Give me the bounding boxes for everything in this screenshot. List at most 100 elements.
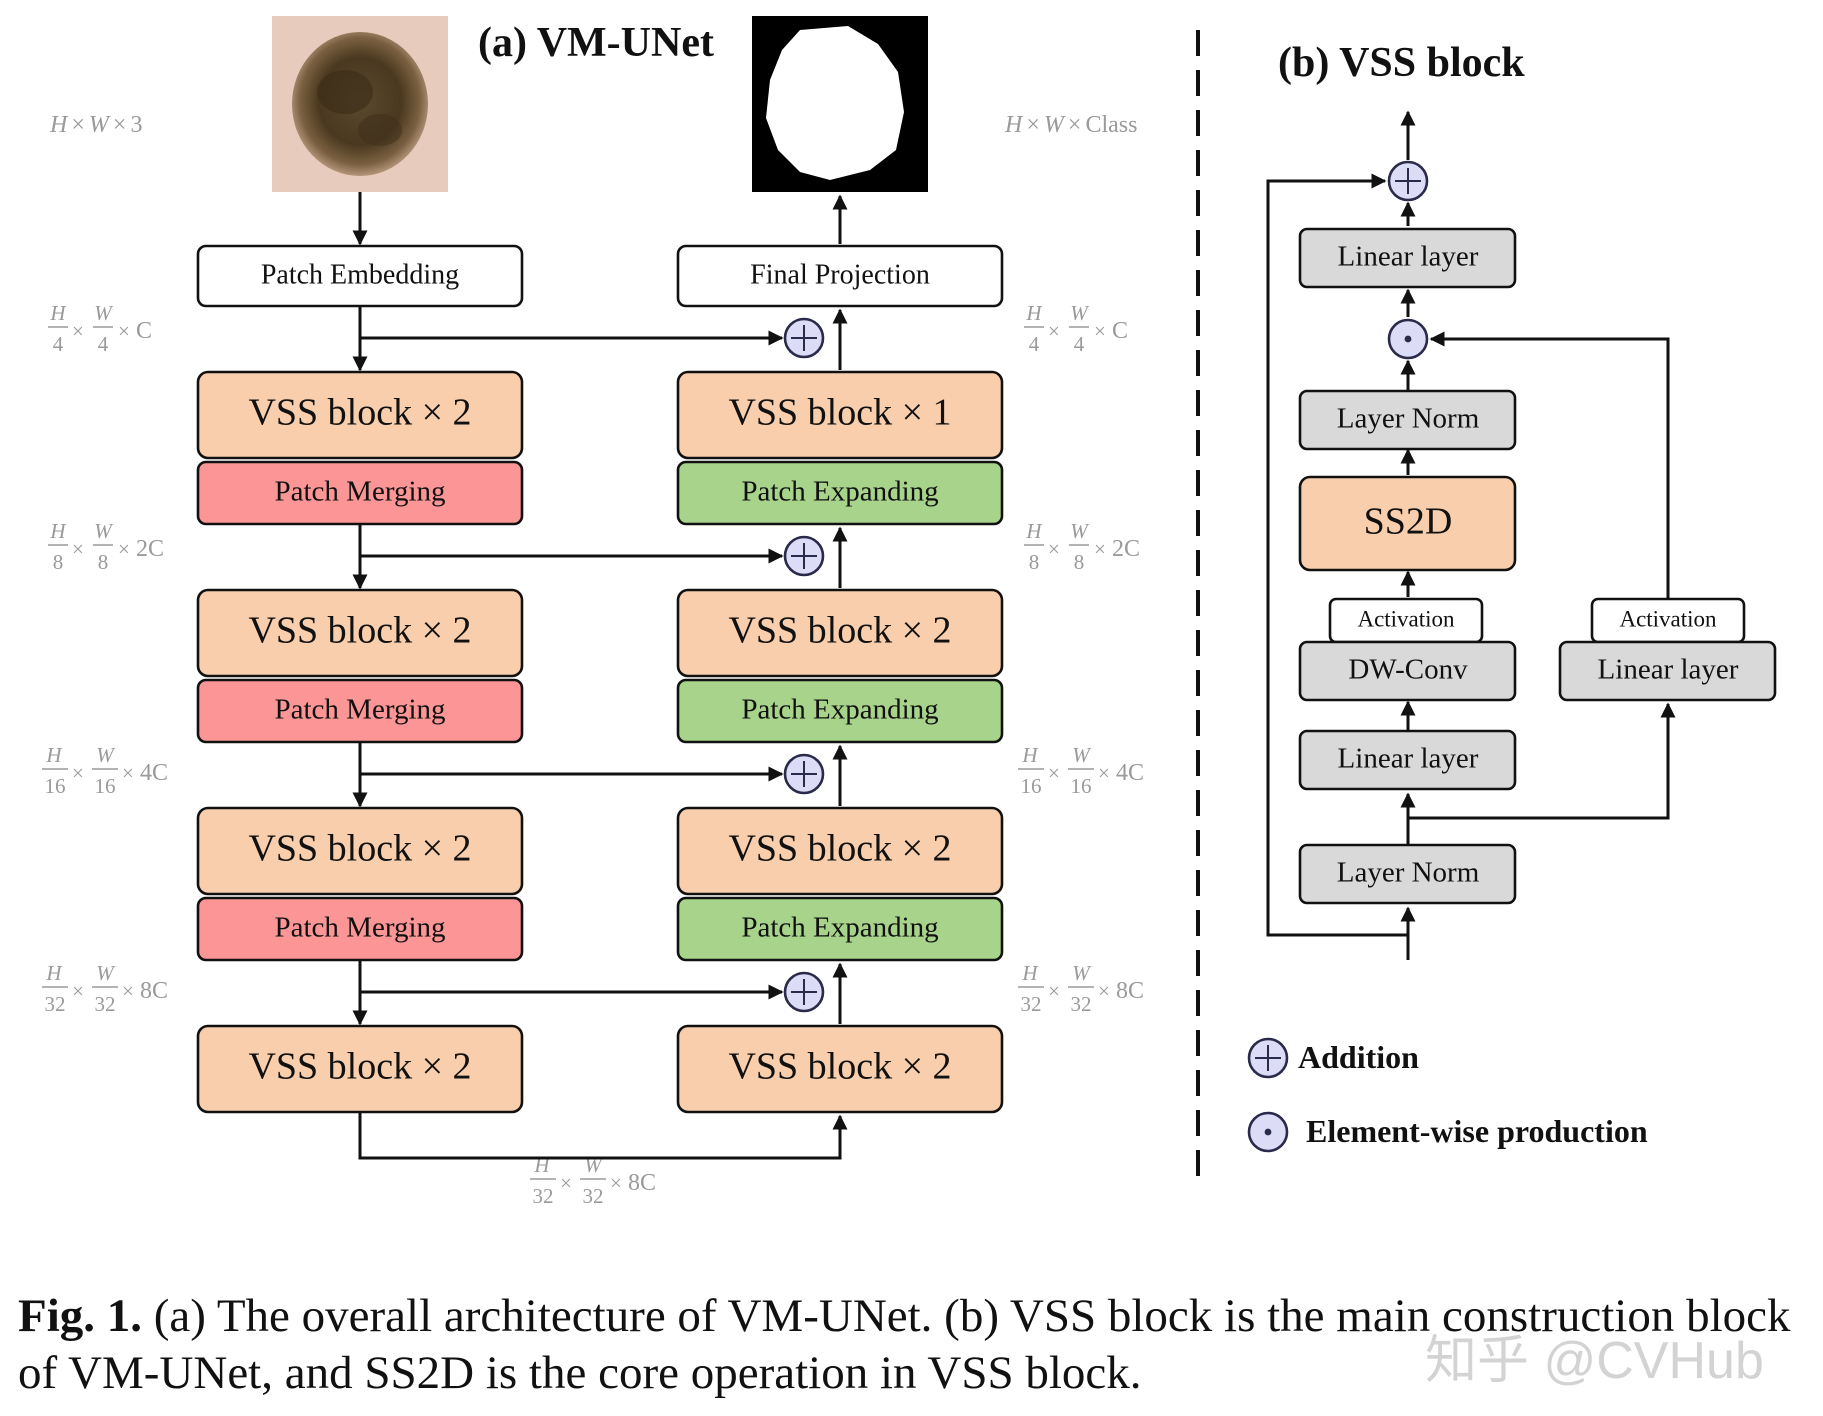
vss-addition-op <box>1387 160 1429 202</box>
title-vm-unet: (a) VM-UNet <box>478 20 714 66</box>
encoder-vss-block-2: VSS block × 2 <box>196 588 524 678</box>
connections-vm-unet <box>352 192 848 1160</box>
addition-op-1 <box>783 317 825 359</box>
svg-text:VSS block × 2: VSS block × 2 <box>248 1046 471 1088</box>
svg-text:Layer Norm: Layer Norm <box>1337 857 1480 889</box>
vss-linear-layer-mid: Linear layer <box>1298 729 1517 791</box>
caption-text: (a) The overall architecture of VM-UNet.… <box>18 1290 1791 1399</box>
svg-text:Final Projection: Final Projection <box>750 259 930 290</box>
vss-ss2d-box: SS2D <box>1298 475 1517 572</box>
svg-text:4: 4 <box>1029 332 1040 356</box>
watermark: 知乎 @CVHub <box>1425 1332 1764 1390</box>
svg-text:Layer Norm: Layer Norm <box>1337 403 1480 435</box>
svg-text:×: × <box>1094 537 1106 561</box>
encoder-patch-merging-2: Patch Merging <box>196 678 524 744</box>
svg-text:W: W <box>96 743 116 767</box>
dim-level-2-left: H 8 × W 8 × 2C <box>48 519 164 574</box>
svg-text:H: H <box>1025 519 1043 543</box>
svg-text:4: 4 <box>53 332 64 356</box>
svg-text:Patch Merging: Patch Merging <box>274 912 445 944</box>
svg-text:32: 32 <box>583 1184 604 1208</box>
vss-activation-left: Activation <box>1328 597 1484 644</box>
svg-text:Element-wise production: Element-wise production <box>1306 1113 1648 1149</box>
svg-text:W: W <box>96 961 116 985</box>
dim-level-3-right: H 16 × W 16 × 4C <box>1018 743 1144 798</box>
dim-level-2-right: H 8 × W 8 × 2C <box>1024 519 1140 574</box>
svg-text:H: H <box>45 961 63 985</box>
svg-text:×: × <box>118 537 130 561</box>
svg-text:4C: 4C <box>140 760 168 786</box>
svg-text:8: 8 <box>1074 550 1085 574</box>
svg-text:H: H <box>1025 301 1043 325</box>
decoder-patch-expanding-3: Patch Expanding <box>676 896 1004 962</box>
addition-op-2 <box>783 535 825 577</box>
dim-level-1-right: H 4 × W 4 × C <box>1024 301 1128 356</box>
svg-text:H: H <box>1021 743 1039 767</box>
svg-text:Activation: Activation <box>1357 606 1455 631</box>
svg-text:×: × <box>72 537 84 561</box>
svg-text:8C: 8C <box>1116 978 1144 1004</box>
svg-text:×: × <box>72 979 84 1003</box>
title-vss-block: (b) VSS block <box>1278 40 1525 86</box>
caption-label: Fig. 1. <box>18 1290 143 1342</box>
svg-text:Patch Merging: Patch Merging <box>274 476 445 508</box>
figure-caption: Fig. 1. (a) The overall architecture of … <box>18 1288 1808 1402</box>
svg-text:Patch Expanding: Patch Expanding <box>741 476 938 508</box>
svg-text:×: × <box>72 761 84 785</box>
svg-text:Linear layer: Linear layer <box>1598 654 1739 686</box>
dim-level-3-left: H 16 × W 16 × 4C <box>42 743 168 798</box>
svg-text:H: H <box>49 519 67 543</box>
svg-text:4: 4 <box>1074 332 1085 356</box>
svg-text:W: W <box>1070 519 1090 543</box>
dim-output: H×W×Class <box>1004 112 1137 138</box>
dim-level-4-right: H 32 × W 32 × 8C <box>1018 961 1144 1016</box>
svg-text:VSS block × 1: VSS block × 1 <box>728 392 951 434</box>
encoder-vss-block-1: VSS block × 2 <box>196 370 524 460</box>
decoder-vss-block-4: VSS block × 2 <box>676 1024 1004 1114</box>
final-projection-box: Final Projection <box>676 244 1004 308</box>
svg-text:×: × <box>122 979 134 1003</box>
vss-layer-norm-bottom: Layer Norm <box>1298 843 1517 905</box>
svg-text:Patch Embedding: Patch Embedding <box>261 259 459 290</box>
svg-text:8C: 8C <box>628 1170 656 1196</box>
svg-text:×: × <box>122 761 134 785</box>
decoder-vss-block-2: VSS block × 2 <box>676 588 1004 678</box>
svg-text:32: 32 <box>1071 992 1092 1016</box>
svg-text:×: × <box>72 319 84 343</box>
svg-text:2C: 2C <box>1112 536 1140 562</box>
dim-level-1-left: H 4 × W 4 × C <box>48 301 152 356</box>
vss-dwconv-box: DW-Conv <box>1298 640 1517 702</box>
svg-text:×: × <box>1098 979 1110 1003</box>
svg-text:32: 32 <box>533 1184 554 1208</box>
svg-text:Linear layer: Linear layer <box>1338 241 1479 273</box>
svg-text:VSS block × 2: VSS block × 2 <box>248 392 471 434</box>
legend-elementwise: Element-wise production <box>1247 1111 1648 1153</box>
svg-text:H: H <box>45 743 63 767</box>
svg-text:W: W <box>94 519 114 543</box>
svg-text:VSS block × 2: VSS block × 2 <box>728 828 951 870</box>
svg-text:Linear layer: Linear layer <box>1338 743 1479 775</box>
svg-text:×: × <box>1048 537 1060 561</box>
dim-input: H×W×3 <box>49 112 142 138</box>
svg-text:W: W <box>94 301 114 325</box>
svg-text:Patch Expanding: Patch Expanding <box>741 694 938 726</box>
vm-unet-figure: (a) VM-UNet H×W×3 H×W×Class H 4 × W 4 × … <box>42 16 1777 1208</box>
svg-text:×: × <box>1094 319 1106 343</box>
legend-addition: Addition <box>1247 1037 1419 1079</box>
patch-embedding-box: Patch Embedding <box>196 244 524 308</box>
svg-text:Addition: Addition <box>1298 1039 1419 1075</box>
svg-text:2C: 2C <box>136 536 164 562</box>
svg-text:Patch Expanding: Patch Expanding <box>741 912 938 944</box>
svg-text:4: 4 <box>98 332 109 356</box>
vss-layer-norm-top: Layer Norm <box>1298 389 1517 451</box>
svg-text:32: 32 <box>1021 992 1042 1016</box>
svg-text:×: × <box>1048 319 1060 343</box>
svg-text:W: W <box>1072 743 1092 767</box>
svg-text:16: 16 <box>45 774 66 798</box>
encoder-patch-merging-3: Patch Merging <box>196 896 524 962</box>
vss-linear-layer-right: Linear layer <box>1558 640 1777 702</box>
svg-text:W: W <box>1070 301 1090 325</box>
vss-elementwise-op <box>1387 318 1429 360</box>
svg-text:×: × <box>1048 761 1060 785</box>
svg-text:×: × <box>118 319 130 343</box>
